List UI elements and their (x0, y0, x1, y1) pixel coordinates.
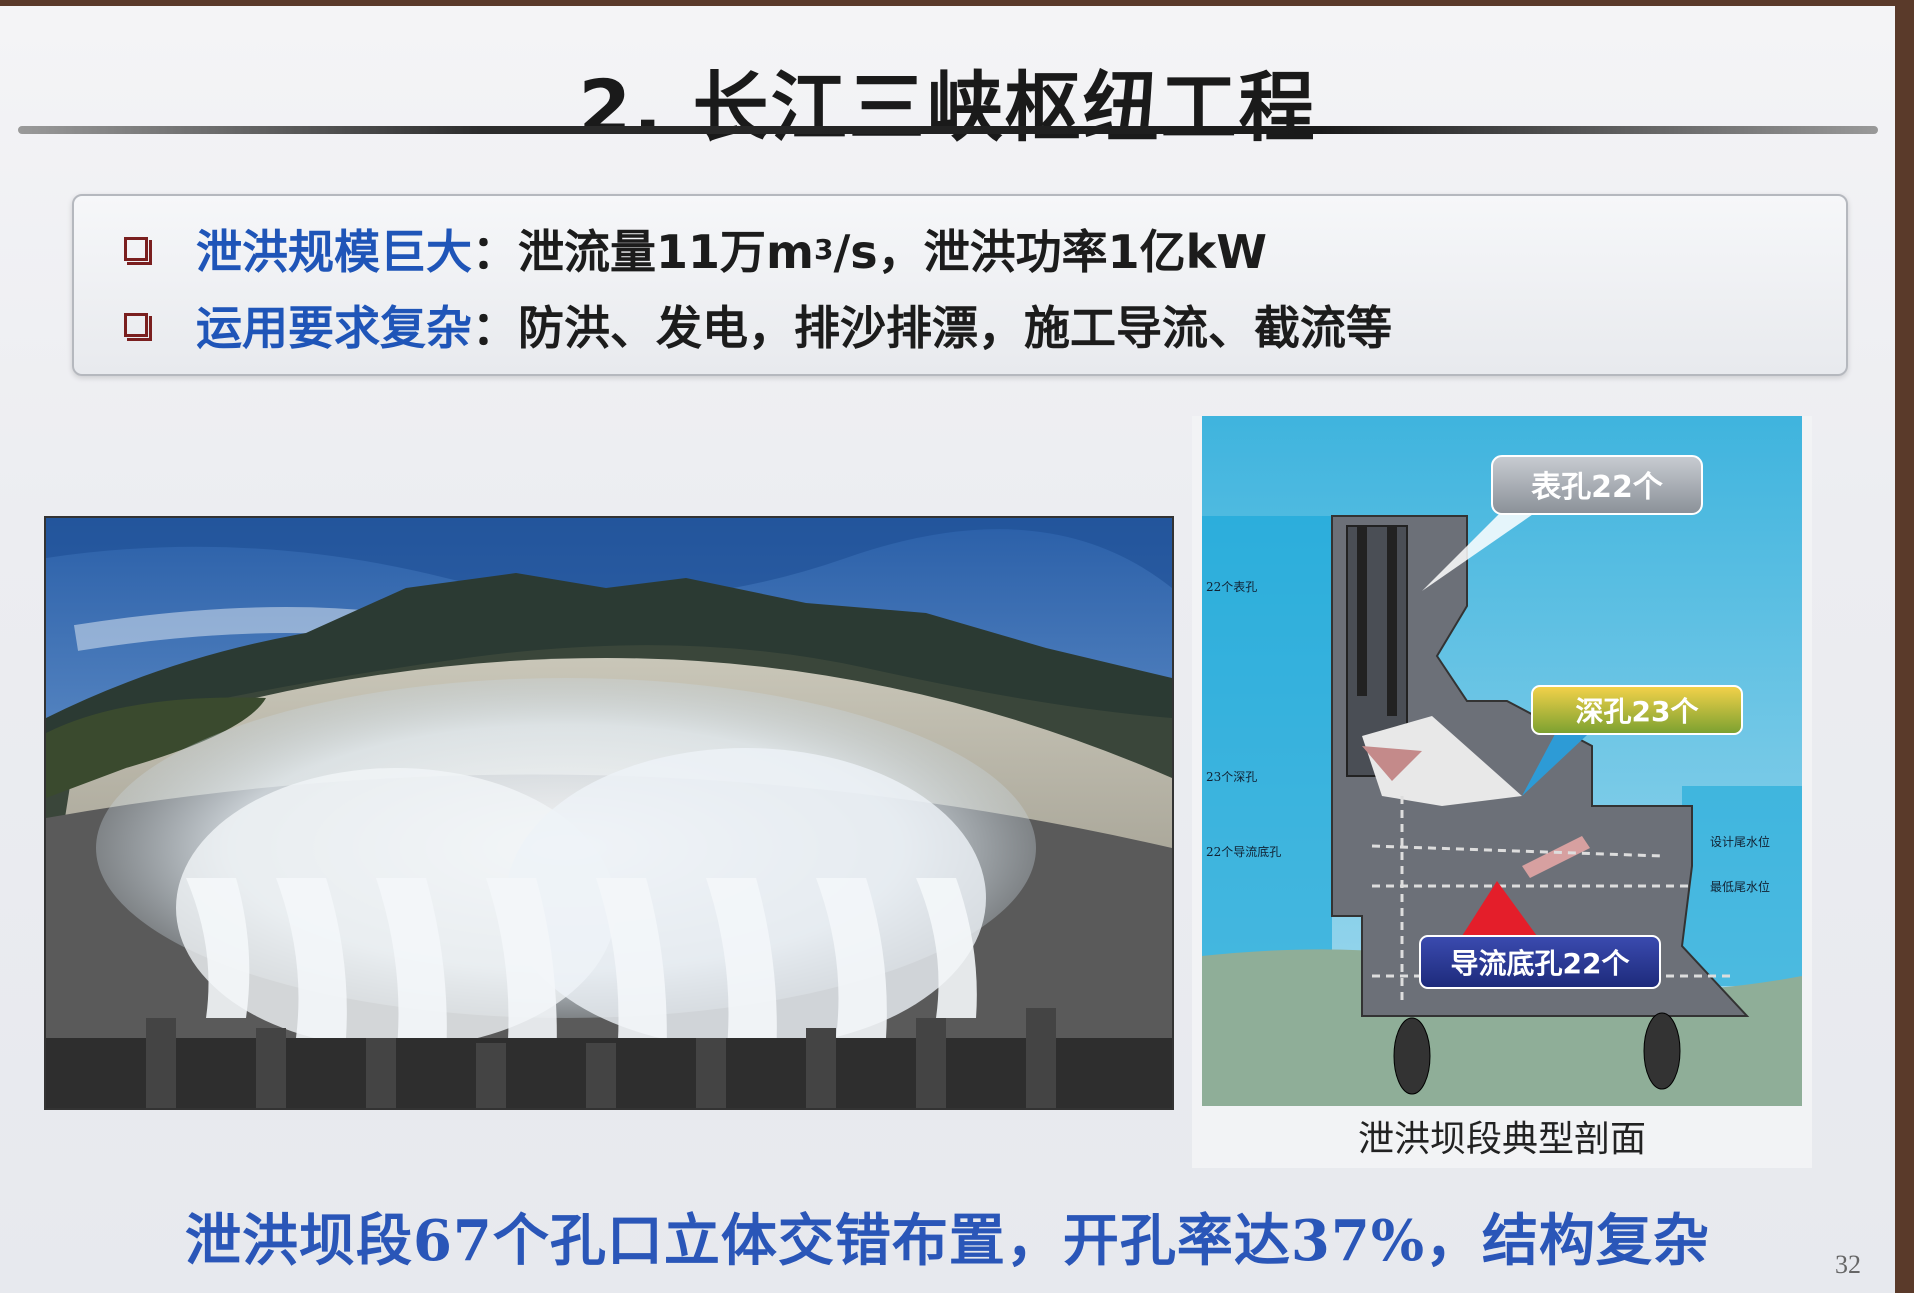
checkbox-bullet-icon (124, 313, 152, 341)
title-underline (18, 126, 1878, 134)
page-number: 32 (1835, 1250, 1861, 1279)
label-surface-hole: 22个表孔 (1206, 580, 1257, 594)
bullet-colon: ： (472, 301, 518, 355)
conclusion-text: 泄洪坝段67个孔口立体交错布置，开孔率达37%，结构复杂 (184, 1208, 1711, 1274)
bullet-item-2: 运用要求复杂 ： 防洪、发电，排沙排漂，施工导流、截流等 (124, 290, 1392, 360)
bullet-text-tail: /s，泄洪功率1亿kW (833, 225, 1267, 279)
label-design-tailwater: 设计尾水位 (1710, 834, 1770, 849)
slide-title: 2. 长江三峡枢纽工程 (578, 63, 1317, 152)
bullet-superscript: 3 (813, 232, 834, 266)
label-min-tailwater: 最低尾水位 (1710, 879, 1770, 894)
checkbox-bullet-icon (124, 237, 152, 265)
callout-surface-hole: 表孔22个 (1531, 470, 1664, 505)
label-deep-hole: 23个深孔 (1206, 770, 1257, 784)
bullet-colon: ： (472, 225, 518, 279)
callout-bottom-hole: 导流底孔22个 (1451, 947, 1631, 980)
bullet-text: 防洪、发电，排沙排漂，施工导流、截流等 (518, 301, 1392, 355)
dam-section-panel: 22个表孔 23个深孔 22个导流底孔 设计尾水位 最低尾水位 表孔22个 深孔… (1192, 416, 1812, 1168)
section-caption: 泄洪坝段典型剖面 (1357, 1119, 1646, 1160)
dam-section-diagram: 22个表孔 23个深孔 22个导流底孔 设计尾水位 最低尾水位 表孔22个 深孔… (1192, 416, 1812, 1106)
bullet-text: 泄流量11万m (518, 225, 814, 279)
bullet-keyword: 泄洪规模巨大 (196, 225, 472, 279)
bullet-keyword: 运用要求复杂 (196, 301, 472, 355)
label-bottom-hole: 22个导流底孔 (1206, 844, 1281, 859)
callout-deep-hole: 深孔23个 (1576, 695, 1700, 728)
dam-spillway-photo (44, 516, 1174, 1110)
